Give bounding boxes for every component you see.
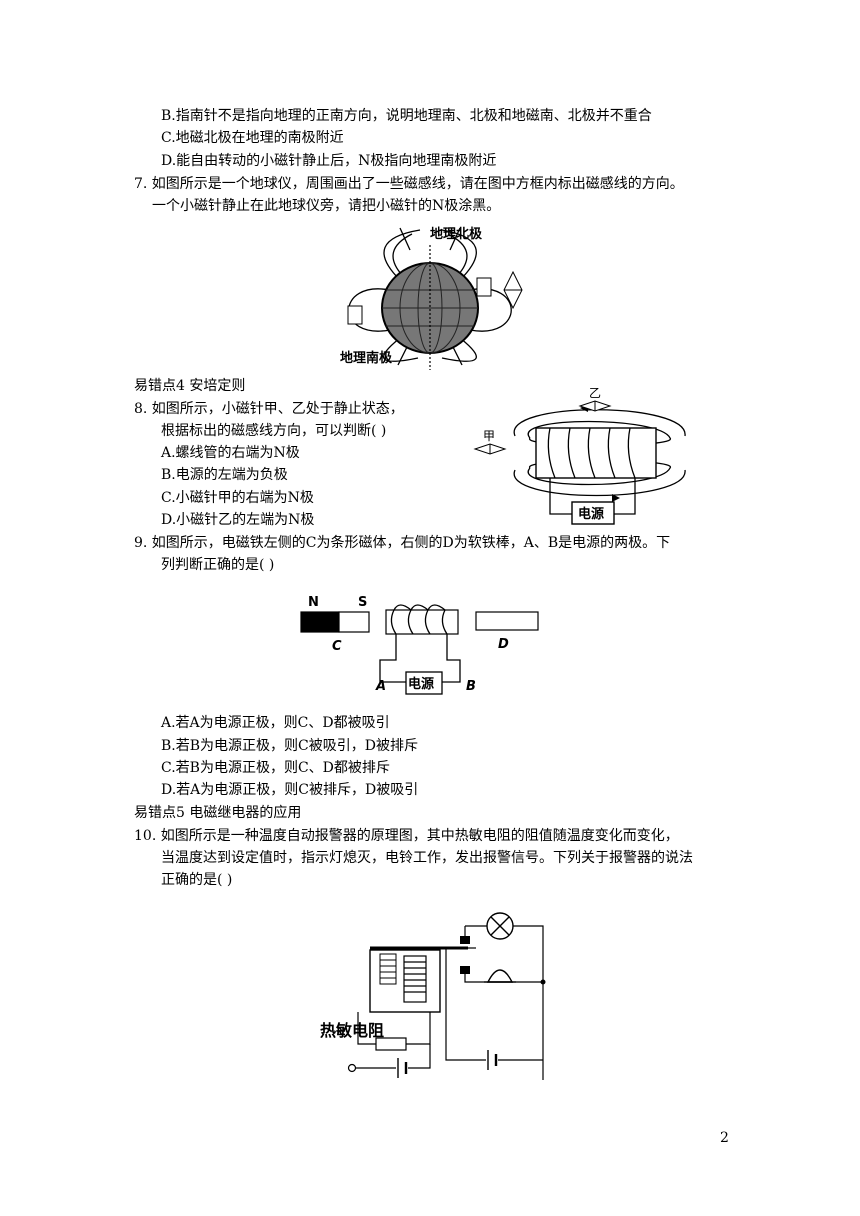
magnet-s-label: S xyxy=(358,595,367,610)
q10-stem-line2: 当温度达到设定值时，指示灯熄灭，电铃工作，发出报警信号。下列关于报警器的说法 xyxy=(161,850,693,866)
q10-stem-line1: 10. 如图所示是一种温度自动报警器的原理图，其中热敏电阻的阻值随温度变化而变化… xyxy=(134,828,679,844)
q8-option-c: C.小磁针甲的右端为N极 xyxy=(161,490,314,506)
label-geographic-north: 地理北极 xyxy=(430,226,483,242)
electromagnet-figure: N S C 电源 A B D xyxy=(300,595,539,695)
thermistor-label: 热敏电阻 xyxy=(320,1021,384,1040)
terminal-b-label: B xyxy=(466,679,476,694)
page-number: 2 xyxy=(720,1130,729,1146)
q10-stem-line3: 正确的是( ) xyxy=(161,872,233,888)
globe-figure: 地理北极 地理南极 xyxy=(340,226,523,370)
q8-option-b: B.电源的左端为负极 xyxy=(161,467,288,483)
q9-option-b: B.若B为电源正极，则C被吸引，D被排斥 xyxy=(161,738,418,754)
needle-jia-label: 甲 xyxy=(483,429,495,443)
iron-d-label: D xyxy=(498,637,509,652)
q8-option-d: D.小磁针乙的左端为N极 xyxy=(161,512,315,528)
section-5-heading: 易错点5 电磁继电器的应用 xyxy=(134,805,302,821)
q6-option-c: C.地磁北极在地理的南极附近 xyxy=(161,130,344,146)
q9-stem-line1: 9. 如图所示，电磁铁左侧的C为条形磁体，右侧的D为软铁棒，A、B是电源的两极。… xyxy=(134,535,671,551)
q8-stem-line2: 根据标出的磁感线方向，可以判断( ) xyxy=(161,423,387,439)
q9-option-c: C.若B为电源正极，则C、D都被排斥 xyxy=(161,760,390,776)
solenoid-power-label: 电源 xyxy=(578,506,604,522)
magnet-n-label: N xyxy=(308,595,319,610)
alarm-circuit-figure: 热敏电阻 xyxy=(320,912,546,1080)
em-power-label: 电源 xyxy=(408,676,434,692)
q6-option-b: B.指南针不是指向地理的正南方向，说明地理南、北极和地磁南、北极并不重合 xyxy=(161,108,652,124)
section-4-heading: 易错点4 安培定则 xyxy=(134,378,246,394)
needle-yi-label: 乙 xyxy=(589,386,601,400)
q7-stem-line2: 一个小磁针静止在此地球仪旁，请把小磁针的N极涂黑。 xyxy=(152,198,501,214)
q8-stem-line1: 8. 如图所示，小磁针甲、乙处于静止状态， xyxy=(134,401,404,417)
magnet-c-label: C xyxy=(332,639,342,654)
q9-stem-line2: 列判断正确的是( ) xyxy=(161,557,275,573)
q9-option-d: D.若A为电源正极，则C被排斥，D被吸引 xyxy=(161,782,419,798)
q8-option-a: A.螺线管的右端为N极 xyxy=(161,445,300,461)
terminal-a-label: A xyxy=(375,679,386,694)
label-geographic-south: 地理南极 xyxy=(340,350,393,366)
q9-option-a: A.若A为电源正极，则C、D都被吸引 xyxy=(161,715,390,731)
q6-option-d: D.能自由转动的小磁针静止后，N极指向地理南极附近 xyxy=(161,153,497,169)
solenoid-figure: 电源 甲 乙 xyxy=(473,386,686,525)
q7-stem-line1: 7. 如图所示是一个地球仪，周围画出了一些磁感线，请在图中方框内标出磁感线的方向… xyxy=(134,176,684,192)
